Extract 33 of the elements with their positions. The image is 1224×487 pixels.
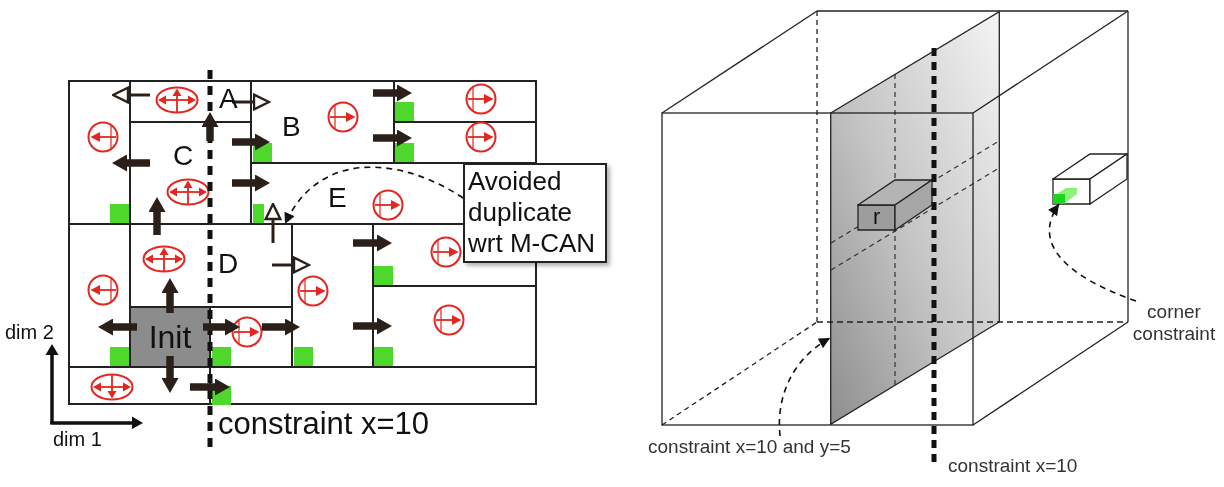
zone-label: A [219, 85, 238, 113]
zone-cell [130, 224, 292, 307]
axis-label: dim 2 [5, 322, 54, 342]
constraint-label: constraint x=10 [948, 456, 1078, 475]
corner-marker-icon [1053, 187, 1077, 204]
init-zone [130, 307, 210, 367]
zone-cell [292, 224, 373, 367]
zone-label: D [218, 250, 239, 278]
axis-label: dim 1 [53, 429, 102, 449]
block-arrow [203, 318, 240, 336]
leader-line [284, 166, 464, 225]
block-arrow [98, 318, 137, 336]
zone-label: Init [148, 321, 192, 353]
block-arrow [262, 318, 300, 336]
cuboid [857, 179, 933, 231]
hollow-arrow [264, 202, 282, 243]
annotation-label: constraint x=10 and y=5 [648, 436, 851, 458]
constraint-label: constraint x=10 [218, 408, 430, 439]
cuboid [1052, 153, 1128, 205]
leader-line [1048, 203, 1137, 302]
leader-line [778, 337, 831, 437]
cuboid-label: r [873, 206, 881, 228]
hollow-arrow [232, 93, 271, 111]
constraint-plane [830, 11, 1000, 425]
zone-label: B [282, 113, 301, 141]
callout-tooltip: Avoided duplicate wrt M-CAN [463, 163, 607, 263]
annotation-label: corner constraint [1128, 301, 1220, 345]
hollow-arrow [111, 86, 150, 104]
block-arrow [161, 278, 179, 313]
hollow-arrow [272, 256, 311, 274]
zone-label: E [328, 184, 347, 212]
zone-label: C [173, 142, 194, 170]
block-arrow [161, 356, 179, 393]
